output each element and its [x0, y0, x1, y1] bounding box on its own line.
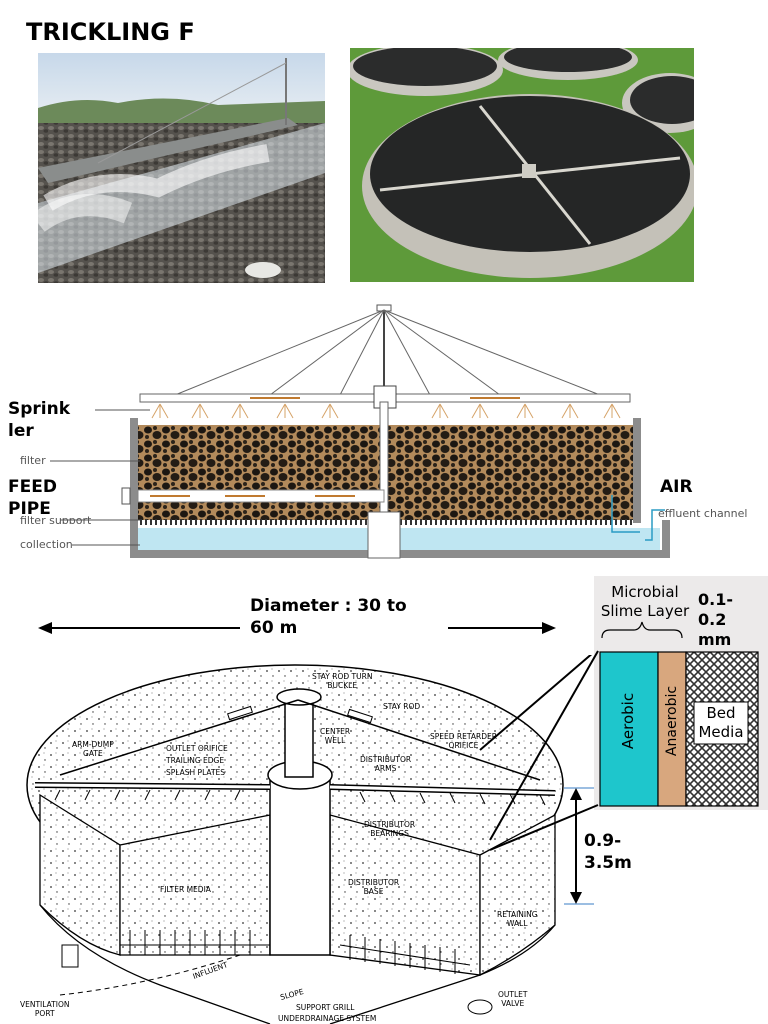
sprinkler-label: Sprink ler: [8, 399, 71, 441]
trailing-edge-label: TRAILING EDGE: [166, 756, 225, 765]
slime-layer-inset: [594, 576, 768, 810]
collection-label: collection: [20, 538, 73, 551]
filter-cutaway-drawing: [0, 655, 600, 1024]
underdrainage-system-label: UNDERDRAINAGE SYSTEM: [278, 1014, 377, 1023]
retaining-wall-label: RETAINING WALL: [497, 910, 538, 928]
feed-pipe-label: FEED PIPE: [8, 477, 57, 519]
air-label: AIR: [660, 477, 693, 497]
slime-thickness: 0.1- 0.2 mm: [698, 590, 733, 649]
diameter-arrow: [0, 590, 600, 660]
inset-leader-lines: [480, 645, 610, 860]
bed-media-label: Bed Media: [698, 704, 744, 741]
arm-dump-gate-label: ARM-DUMP GATE: [72, 740, 114, 758]
ventilation-port-label: VENTILATION PORT: [20, 1000, 70, 1018]
distributor-base-label: DISTRIBUTOR BASE: [348, 878, 400, 896]
distributor-arms-label: DISTRIBUTOR ARMS: [360, 755, 412, 773]
page-title: TRICKLING F: [26, 18, 195, 46]
stay-rod-turn-buckle-label: STAY ROD TURN BUCKLE: [312, 672, 373, 690]
center-well-label: CENTER WELL: [320, 727, 351, 745]
effluent-channel-label: effluent channel: [658, 507, 748, 520]
filter-support-label: filter support: [20, 514, 92, 524]
speed-retarder-orifice-label: SPEED RETARDER ORIFICE: [430, 732, 497, 750]
diameter-label: Diameter : 30 to 60 m: [250, 596, 407, 638]
aerobic-label: Aerobic: [619, 692, 637, 750]
splash-plates-label: SPLASH PLATES: [166, 768, 226, 777]
depth-arrow: [560, 786, 600, 906]
photo-distributor-arm: [38, 53, 325, 283]
depth-label: 0.9- 3.5m: [584, 831, 632, 873]
outlet-valve-label: OUTLET VALVE: [498, 990, 528, 1008]
support-grill-label: SUPPORT GRILL: [296, 1003, 355, 1012]
distributor-bearings-label: DISTRIBUTOR BEARINGS: [364, 820, 416, 838]
filter-schematic: [0, 300, 768, 570]
stay-rod-label: STAY ROD: [383, 702, 421, 711]
photo-filter-beds: [350, 48, 694, 282]
filter-label: filter: [20, 454, 46, 467]
filter-media-label: FILTER MEDIA: [160, 885, 211, 894]
outlet-orifice-label: OUTLET ORIFICE: [166, 744, 228, 753]
slime-title: Microbial Slime Layer: [600, 583, 690, 620]
anaerobic-label: Anaerobic: [664, 685, 680, 757]
